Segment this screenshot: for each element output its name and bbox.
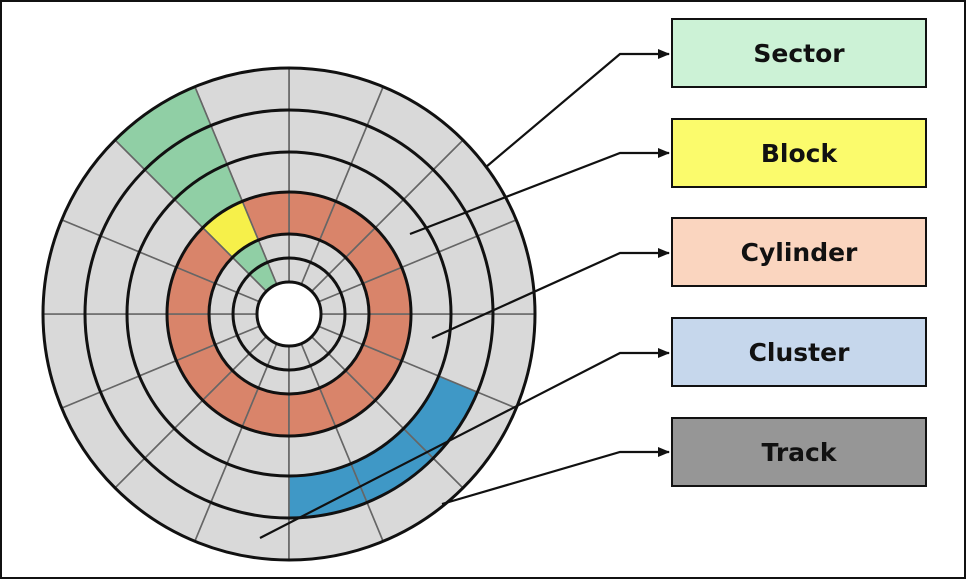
block-leader-line bbox=[409, 148, 670, 236]
track-boundary-ring bbox=[41, 66, 537, 562]
sector-label: Sector bbox=[753, 38, 845, 68]
cylinder-label: Cylinder bbox=[740, 237, 858, 267]
cluster-label: Cluster bbox=[748, 337, 850, 367]
track-label-box: Track bbox=[671, 417, 927, 487]
track-label: Track bbox=[761, 437, 837, 467]
track-boundary-ring bbox=[165, 190, 413, 438]
sector-label-box: Sector bbox=[671, 18, 927, 88]
track-boundary-ring bbox=[125, 150, 453, 478]
sector-leader-line bbox=[485, 49, 670, 168]
cluster-label-box: Cluster bbox=[671, 317, 927, 387]
block-label: Block bbox=[760, 138, 838, 168]
block-label-box: Block bbox=[671, 118, 927, 188]
track-boundary-ring bbox=[207, 232, 371, 396]
cylinder-label-box: Cylinder bbox=[671, 217, 927, 287]
track-leader-line bbox=[441, 447, 670, 506]
cylinder-leader-line bbox=[431, 248, 670, 340]
spindle-hole bbox=[255, 280, 323, 348]
track-boundary-ring bbox=[231, 256, 347, 372]
cluster-leader-line bbox=[259, 348, 670, 539]
track-boundary-ring bbox=[83, 108, 495, 520]
